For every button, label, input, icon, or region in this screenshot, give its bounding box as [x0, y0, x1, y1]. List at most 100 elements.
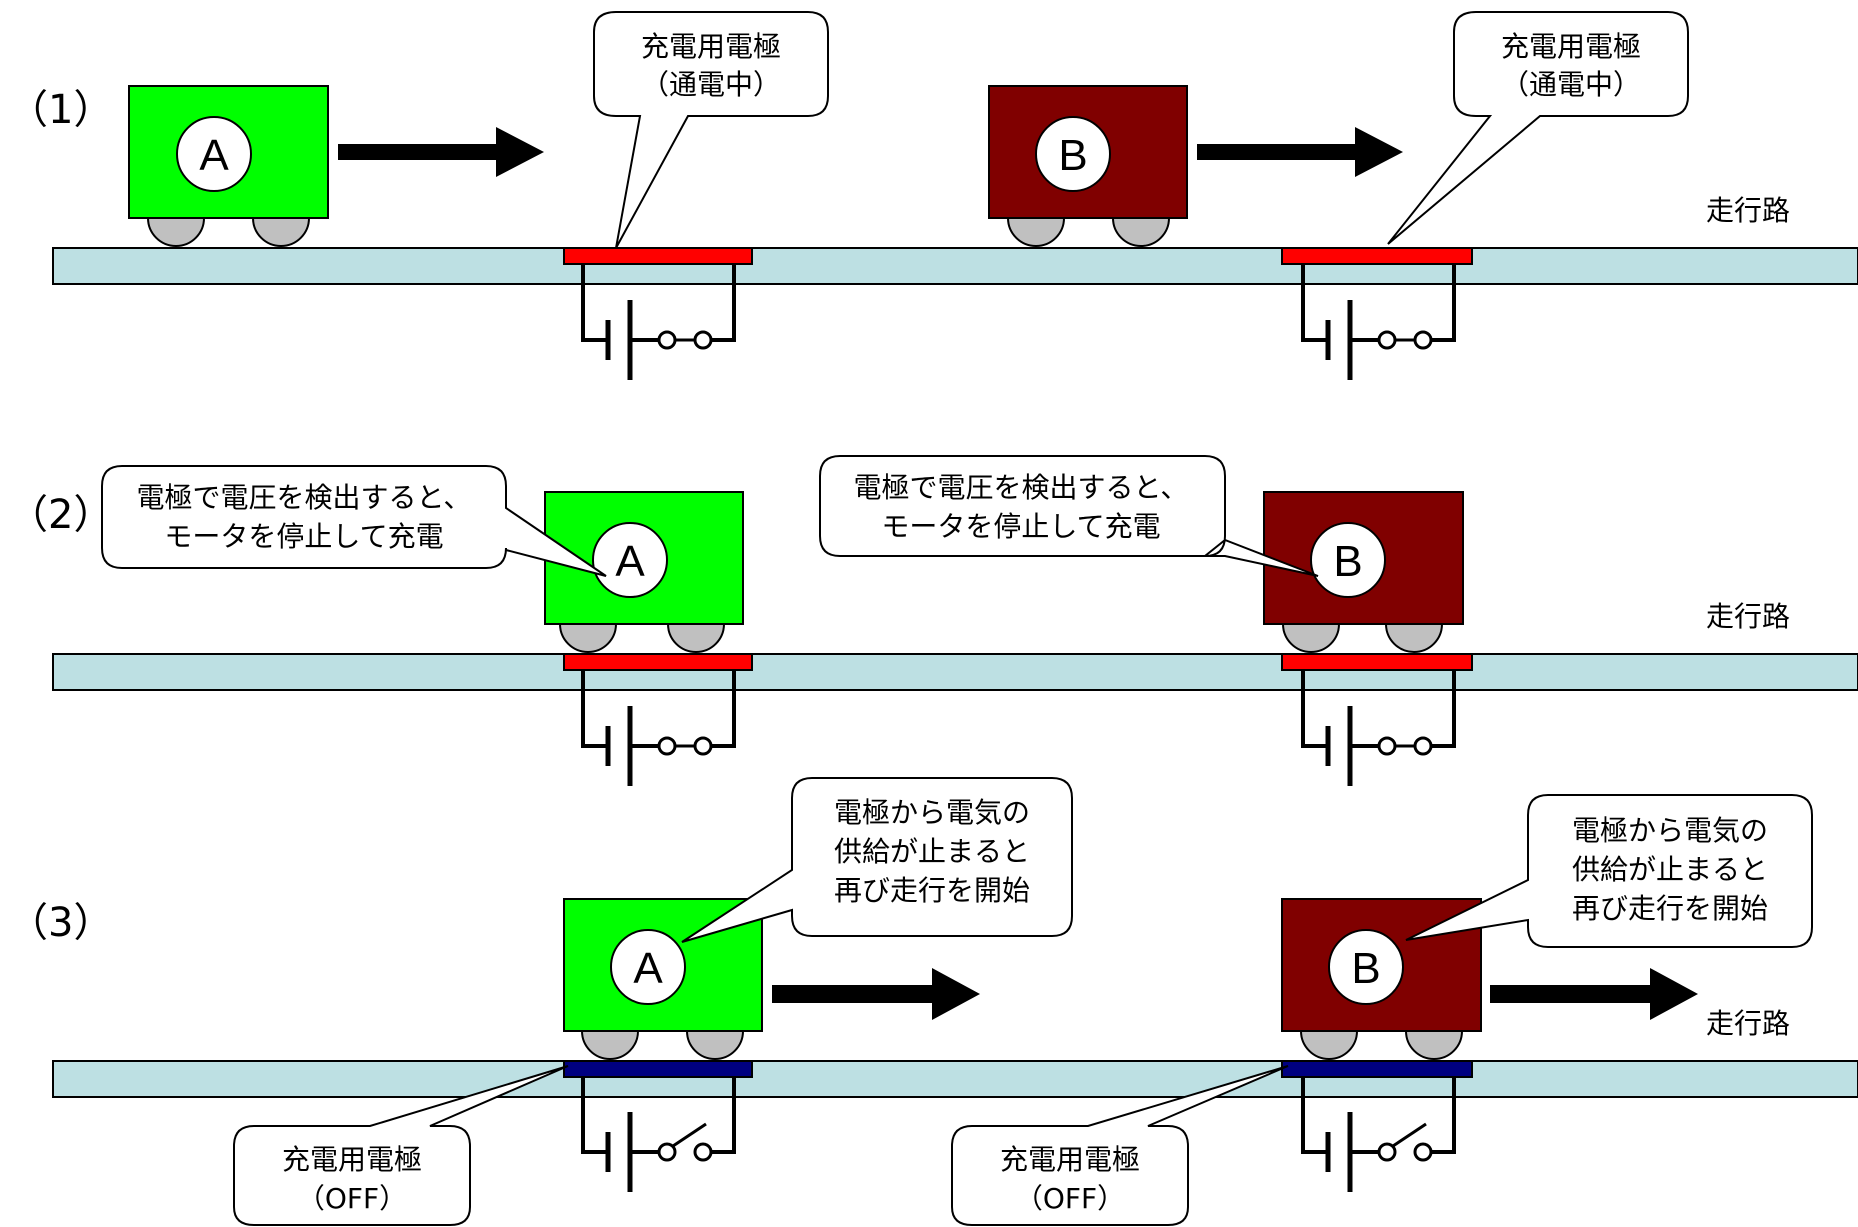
callout-line: モータを停止して充電	[881, 510, 1160, 543]
travel-arrow	[772, 968, 980, 1020]
callout-line: 供給が止まると	[834, 835, 1030, 868]
car-id: A	[199, 131, 229, 180]
callout-line: 電極から電気の	[834, 796, 1030, 829]
car-id-circle	[176, 116, 252, 192]
travel-arrow	[1197, 127, 1403, 177]
wheel	[1384, 623, 1444, 653]
wheel	[1111, 217, 1171, 247]
callout-line: 充電用電極	[641, 30, 781, 63]
callout-electrode-off-a: 充電用電極 （OFF）	[233, 1065, 569, 1226]
car-id: B	[1351, 944, 1380, 993]
car-id-circle	[1328, 929, 1404, 1005]
electrode-b	[1281, 1060, 1473, 1192]
road	[52, 653, 1858, 691]
callout-detect-b: 電極で電圧を検出すると、 モータを停止して充電	[819, 455, 1319, 577]
wheel	[1404, 1030, 1464, 1060]
car-id: A	[633, 944, 663, 993]
callout-line: 供給が止まると	[1572, 853, 1768, 886]
road-label: 走行路	[1706, 1007, 1790, 1040]
car-id: B	[1333, 537, 1362, 586]
callout-line: （OFF）	[1015, 1182, 1125, 1215]
charging-electrode	[1281, 1060, 1473, 1078]
switch-contact	[657, 1142, 677, 1162]
callout-line: モータを停止して充電	[164, 520, 443, 553]
callout-line: 充電用電極	[282, 1143, 422, 1176]
travel-arrow	[338, 127, 544, 177]
car-b: B	[988, 85, 1188, 247]
electrode-a	[563, 247, 753, 380]
callout-line: （OFF）	[297, 1182, 407, 1215]
charging-electrode	[1281, 247, 1473, 265]
electrode-b	[1281, 247, 1473, 380]
callout-electrode-b: 充電用電極 （通電中）	[1387, 11, 1689, 245]
switch-contact	[1413, 330, 1433, 350]
power-circuit	[581, 670, 736, 786]
wheel	[1281, 623, 1341, 653]
callout-line: 電極から電気の	[1572, 814, 1768, 847]
switch-contact	[1377, 1142, 1397, 1162]
electrode-b	[1281, 653, 1473, 786]
car-id: B	[1058, 131, 1087, 180]
road-label: 走行路	[1706, 600, 1790, 633]
car-id-circle	[610, 929, 686, 1005]
charging-electrode	[563, 1060, 753, 1078]
wheel	[251, 217, 311, 247]
switch-contact	[693, 1142, 713, 1162]
callout-restart-a: 電極から電気の 供給が止まると 再び走行を開始	[681, 777, 1073, 943]
car-b: B	[1263, 491, 1464, 653]
road-label: 走行路	[1706, 194, 1790, 227]
callout-restart-b: 電極から電気の 供給が止まると 再び走行を開始	[1405, 794, 1813, 948]
step-label: （1）	[8, 87, 113, 133]
wheel	[1299, 1030, 1359, 1060]
step-label: （3）	[8, 900, 113, 946]
road	[52, 247, 1858, 285]
callout-detect-a: 電極で電圧を検出すると、 モータを停止して充電	[101, 465, 607, 577]
charging-electrode	[1281, 653, 1473, 671]
wheel	[558, 623, 618, 653]
switch-contact	[1377, 330, 1397, 350]
power-circuit	[1301, 264, 1456, 380]
wheel	[146, 217, 206, 247]
step-1: （1） 走行路	[8, 11, 1858, 380]
power-circuit	[581, 264, 736, 380]
power-circuit	[581, 1077, 736, 1192]
wheel	[1006, 217, 1066, 247]
callout-line: （通電中）	[1501, 68, 1641, 101]
travel-arrow	[1490, 968, 1698, 1020]
callout-electrode-a: 充電用電極 （通電中）	[593, 11, 829, 249]
power-circuit	[1301, 1077, 1456, 1192]
charging-electrode	[563, 247, 753, 265]
switch-contact	[1413, 736, 1433, 756]
switch-contact	[657, 736, 677, 756]
callout-line: （通電中）	[641, 68, 781, 101]
callout-electrode-off-b: 充電用電極 （OFF）	[951, 1065, 1289, 1226]
callout-line: 再び走行を開始	[834, 874, 1030, 907]
callout-line: 充電用電極	[1000, 1143, 1140, 1176]
callout-line: 充電用電極	[1501, 30, 1641, 63]
callout-line: 再び走行を開始	[1572, 892, 1768, 925]
wheel	[666, 623, 726, 653]
charging-electrode	[563, 653, 753, 671]
switch-contact	[693, 330, 713, 350]
switch-contact	[693, 736, 713, 756]
power-circuit	[1301, 670, 1456, 786]
step-3: （3） 走行路	[8, 777, 1858, 1226]
car-id-circle	[1310, 522, 1386, 598]
wheel	[685, 1030, 745, 1060]
car-id-circle	[592, 522, 668, 598]
callout-line: 電極で電圧を検出すると、	[854, 471, 1189, 504]
switch-contact	[1377, 736, 1397, 756]
switch-contact	[1413, 1142, 1433, 1162]
car-id: A	[615, 537, 645, 586]
car-id-circle	[1035, 116, 1111, 192]
callout-line: 電極で電圧を検出すると、	[137, 481, 472, 514]
road	[52, 1060, 1858, 1098]
car-a: A	[128, 85, 329, 247]
switch-contact	[657, 330, 677, 350]
step-2: （2） 走行路	[8, 455, 1858, 786]
wheel	[580, 1030, 640, 1060]
electrode-a	[563, 653, 753, 786]
step-label: （2）	[8, 492, 113, 538]
electrode-a	[563, 1060, 753, 1192]
